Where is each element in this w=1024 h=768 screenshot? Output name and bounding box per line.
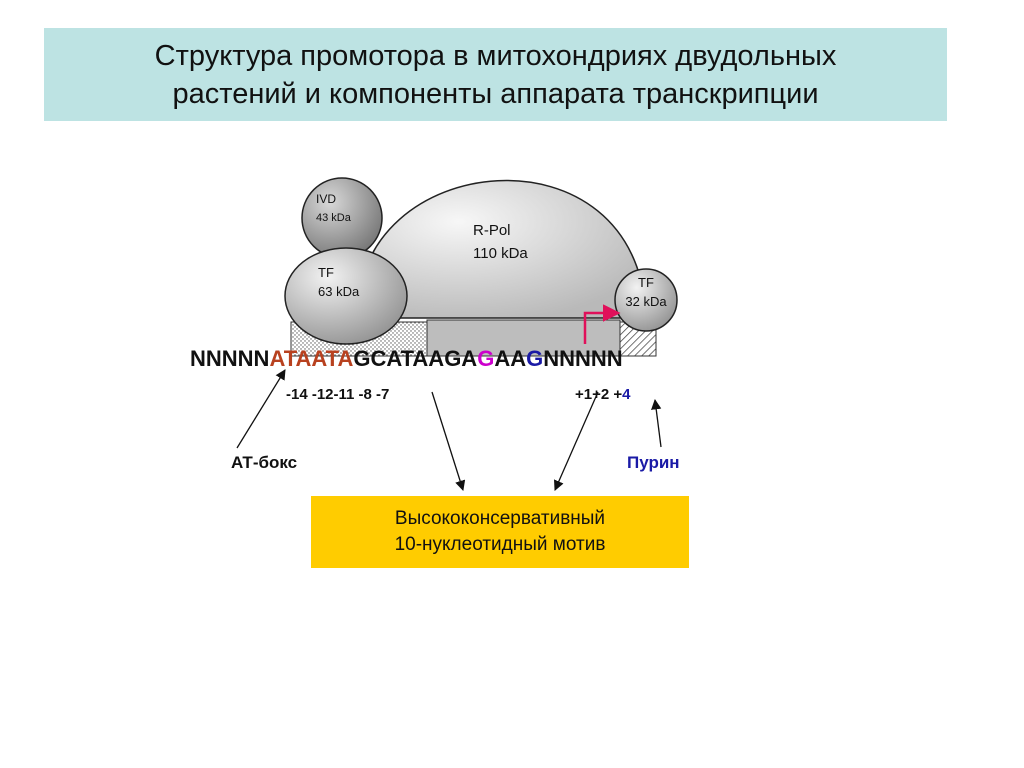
seq-purine-nt: G (526, 346, 543, 371)
tf-63-protein: TF 63 kDa (284, 247, 408, 345)
promoter-sequence: NNNNNATAATAGCATAAGAGAAGNNNNN (190, 346, 623, 371)
at-box-label: АТ-бокс (231, 453, 297, 472)
seq-start-nt: G (477, 346, 494, 371)
ivd-size: 43 kDa (316, 212, 352, 224)
motif-line-2: 10-нуклеотидный мотив (394, 534, 606, 555)
r-pol-size: 110 kDa (473, 245, 528, 262)
slide-title: Структура промотора в митохондриях двудо… (155, 37, 837, 113)
transcription-start-arrow (583, 304, 621, 344)
motif-line-1: Высококонсервативный (394, 508, 606, 529)
tf-63-name: TF (318, 265, 334, 280)
tf-32-size: 32 kDa (625, 294, 667, 309)
motif-arrow-left (431, 391, 466, 491)
motif-arrow-right (553, 391, 599, 491)
seq-suffix: NNNNN (543, 346, 622, 371)
conserved-motif-box: Высококонсервативный 10-нуклеотидный мот… (311, 496, 689, 568)
title-line-1: Структура промотора в митохондриях двудо… (154, 39, 837, 72)
r-pol-complex: R-Pol 110 kDa (357, 179, 647, 319)
at-box-arrow (236, 369, 286, 449)
tf-32-name: TF (638, 275, 654, 290)
seq-at-box: ATAATA (269, 346, 353, 371)
r-pol-name: R-Pol (473, 222, 511, 239)
seq-middle: GCATAAGA (353, 346, 477, 371)
positions-right: +1+2 +4 (575, 386, 631, 403)
ivd-protein: IVD 43 kDa (301, 177, 383, 259)
purine-label: Пурин (627, 453, 680, 472)
tf-32-protein: TF 32 kDa (614, 268, 678, 332)
seq-prefix: NNNNN (190, 346, 269, 371)
seq-mid2: AA (494, 346, 526, 371)
purine-position: 4 (622, 386, 631, 403)
title-banner: Структура промотора в митохондриях двудо… (44, 28, 947, 121)
title-line-2: растений и компоненты аппарата транскрип… (172, 77, 819, 110)
positions-left: -14 -12-11 -8 -7 (286, 386, 389, 403)
positions-right-text: +1+2 + (575, 386, 622, 403)
tf-63-size: 63 kDa (318, 284, 360, 299)
ivd-name: IVD (316, 192, 336, 206)
purine-arrow (651, 398, 662, 448)
